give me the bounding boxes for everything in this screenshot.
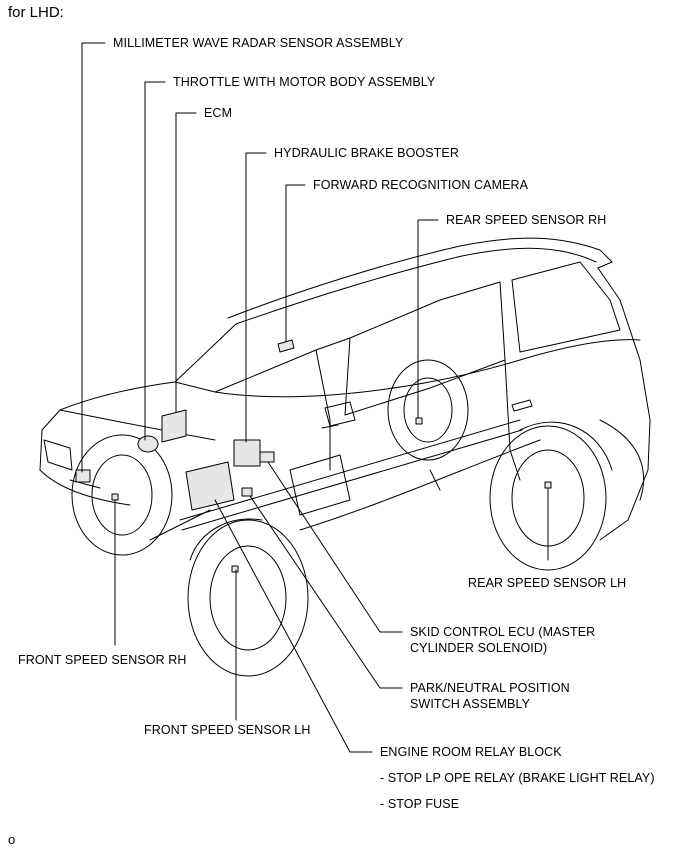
ecm-part — [161, 409, 187, 443]
label-engine-relay-sub-2: - STOP FUSE — [380, 797, 460, 811]
relay-block-part — [185, 461, 235, 511]
front-speed-lh-part — [231, 565, 239, 573]
label-engine-relay-sub-1: - STOP LP OPE RELAY (BRAKE LIGHT RELAY) — [380, 771, 655, 785]
leader-forward-camera — [285, 184, 306, 343]
label-rear-speed-lh: REAR SPEED SENSOR LH — [468, 576, 627, 590]
front-left-wheel — [187, 518, 309, 677]
label-millimeter-radar: MILLIMETER WAVE RADAR SENSOR ASSEMBLY — [113, 36, 404, 50]
label-forward-camera: FORWARD RECOGNITION CAMERA — [313, 178, 529, 192]
leader-throttle — [144, 81, 166, 441]
label-throttle: THROTTLE WITH MOTOR BODY ASSEMBLY — [173, 75, 436, 89]
forward-camera-part — [277, 339, 295, 353]
footer-mark: o — [8, 832, 16, 847]
leader-lines — [81, 42, 549, 753]
leader-brake-booster — [245, 152, 267, 443]
leader-park-neutral — [249, 495, 403, 689]
rear-left-wheel — [489, 421, 613, 571]
leader-engine-relay — [214, 499, 373, 753]
front-right-wheel — [71, 434, 173, 556]
rear-speed-rh-part — [415, 417, 423, 425]
label-front-speed-lh: FRONT SPEED SENSOR LH — [144, 723, 311, 737]
leader-skid-control — [267, 461, 403, 633]
leader-millimeter-radar — [81, 42, 106, 473]
rear-speed-lh-part — [544, 481, 552, 489]
label-engine-relay: ENGINE ROOM RELAY BLOCK — [380, 745, 562, 759]
throttle-body-part — [137, 435, 159, 453]
park-neutral-switch-part — [241, 487, 253, 497]
brake-booster-part — [233, 439, 275, 467]
leader-ecm — [175, 112, 197, 413]
front-speed-rh-part — [111, 493, 119, 501]
vehicle-body — [39, 237, 651, 541]
page-heading: for LHD: — [8, 4, 64, 21]
label-skid-control-1: SKID CONTROL ECU (MASTER — [410, 625, 596, 639]
label-park-neutral-2: SWITCH ASSEMBLY — [410, 697, 531, 711]
drivetrain — [149, 419, 523, 541]
label-front-speed-rh: FRONT SPEED SENSOR RH — [18, 653, 187, 667]
label-ecm: ECM — [204, 106, 233, 120]
leader-rear-speed-rh — [417, 219, 439, 419]
rear-right-wheel — [387, 359, 469, 461]
radar-sensor-part — [75, 469, 91, 483]
label-skid-control-2: CYLINDER SOLENOID) — [410, 641, 548, 655]
label-park-neutral-1: PARK/NEUTRAL POSITION — [410, 681, 570, 695]
label-rear-speed-rh: REAR SPEED SENSOR RH — [446, 213, 607, 227]
label-brake-booster: HYDRAULIC BRAKE BOOSTER — [274, 146, 459, 160]
